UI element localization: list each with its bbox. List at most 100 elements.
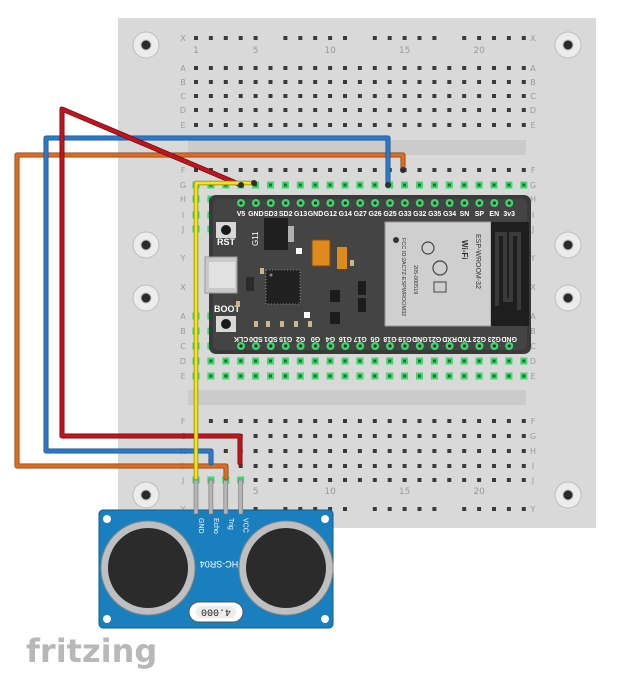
hole (417, 94, 422, 98)
hole (417, 108, 422, 112)
hole (313, 36, 318, 40)
hole (492, 449, 496, 453)
esp32-pin-label: G0 (311, 335, 320, 342)
hole (283, 464, 288, 468)
hole (223, 94, 228, 98)
column-number: 5 (253, 46, 259, 56)
hole (194, 36, 198, 40)
row-label: D (530, 106, 536, 115)
hole (194, 108, 198, 112)
hole (238, 123, 243, 127)
hole (506, 419, 511, 423)
hole (298, 94, 303, 98)
hole (208, 123, 213, 127)
row-label: A (180, 64, 186, 73)
hole (402, 108, 407, 112)
hole (387, 449, 392, 453)
hole (357, 80, 362, 84)
hole (194, 66, 198, 70)
esp32-pin-label: G2 (296, 335, 305, 342)
hole (432, 66, 437, 70)
hole (387, 507, 392, 511)
regulator-label: G11 (251, 231, 260, 246)
hole (298, 168, 303, 172)
hole (298, 478, 303, 482)
row-label: E (530, 121, 535, 130)
hole (506, 66, 511, 70)
hole (447, 419, 452, 423)
esp32-pin-label: 3v3 (503, 211, 515, 218)
esp-wroom-module: ESP-WROOM-32 Wi-Fi FCC ID:2AC7Z-ESPWROOM… (384, 221, 529, 327)
hole (343, 478, 347, 482)
wires (14, 106, 406, 481)
hole (357, 478, 362, 482)
hole (521, 66, 526, 70)
boot-button[interactable] (216, 316, 236, 332)
hole (521, 94, 526, 98)
mounting-holes (132, 31, 582, 509)
hole (447, 434, 452, 438)
hole (477, 168, 482, 172)
fritzing-watermark: fritzing (26, 632, 157, 670)
hole (492, 94, 496, 98)
row-label: E (530, 372, 535, 381)
hole (268, 94, 273, 98)
row-label: I (532, 211, 534, 220)
hole (298, 36, 303, 40)
hole (253, 123, 258, 127)
hole (223, 66, 228, 70)
hole (417, 36, 422, 40)
hole (417, 464, 422, 468)
hole (477, 80, 482, 84)
hole (238, 36, 243, 40)
hole (283, 419, 288, 423)
fcc-text: FCC ID:2AC7Z-ESPWROOM32 (400, 238, 406, 316)
hole (447, 478, 452, 482)
hole (313, 464, 318, 468)
hole (506, 168, 511, 172)
column-number: 20 (473, 46, 485, 56)
hole (268, 478, 273, 482)
esp32-pin-label: G12 (324, 211, 337, 218)
hole (268, 123, 273, 127)
hole (462, 36, 467, 40)
hole (372, 434, 377, 438)
esp32-pin-label: G33 (398, 211, 411, 218)
hole (328, 108, 333, 112)
esp32-pin-label: EN (489, 211, 499, 218)
hole (328, 36, 333, 40)
row-label: D (180, 357, 186, 366)
esp32-pin-label: G16 (339, 335, 352, 342)
hole (313, 168, 318, 172)
hole (253, 80, 258, 84)
hole (462, 478, 467, 482)
hole (521, 168, 526, 172)
hole (372, 108, 377, 112)
hole (343, 464, 347, 468)
hole (462, 449, 467, 453)
hole (313, 108, 318, 112)
hole (253, 419, 258, 423)
rst-button[interactable] (216, 222, 236, 238)
hole (253, 66, 258, 70)
esp32-pin-label: G13 (294, 211, 307, 218)
hole (492, 507, 496, 511)
esp32-pin-label: G35 (428, 211, 441, 218)
hole (432, 507, 437, 511)
hole (283, 434, 288, 438)
hole (402, 434, 407, 438)
hole (447, 464, 452, 468)
hole (357, 66, 362, 70)
row-label: G (180, 181, 186, 190)
hole (194, 168, 198, 172)
hole (223, 449, 228, 453)
esp32-pin-label: G5 (370, 335, 379, 342)
hole (253, 478, 258, 482)
hole (208, 94, 213, 98)
hole (313, 478, 318, 482)
row-label: J (181, 476, 184, 485)
hole (477, 434, 482, 438)
hole (194, 80, 198, 84)
